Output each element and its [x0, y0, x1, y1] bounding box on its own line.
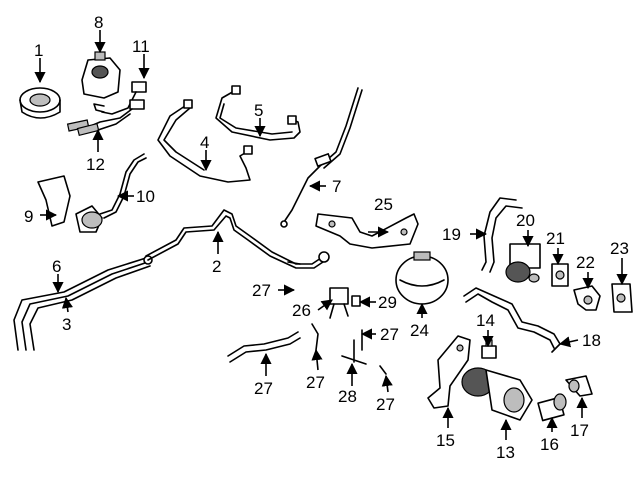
callout-8: 8	[94, 13, 103, 32]
callout-17: 17	[570, 421, 589, 440]
part-16-illustration	[537, 393, 567, 422]
callout-22: 22	[576, 253, 595, 272]
callout-4: 4	[200, 133, 209, 152]
callout-27b: 27	[380, 325, 399, 344]
callout-16: 16	[540, 435, 559, 454]
callout-27c: 27	[254, 379, 273, 398]
callout-arrows	[34, 30, 628, 440]
callout-14: 14	[476, 311, 495, 330]
callout-3: 3	[62, 315, 71, 334]
callout-7: 7	[332, 177, 341, 196]
part-18-illustration	[463, 287, 561, 353]
callout-26: 26	[292, 301, 311, 320]
part-9-10-illustration	[37, 153, 147, 233]
callout-1: 1	[34, 41, 43, 60]
callout-19: 19	[442, 225, 461, 244]
callout-10: 10	[136, 187, 155, 206]
part-23-illustration	[611, 283, 633, 313]
callout-11: 11	[132, 37, 150, 56]
part-3-6-illustration	[13, 255, 153, 351]
callout-9: 9	[24, 207, 33, 226]
callout-27d: 27	[306, 373, 325, 392]
callout-18: 18	[582, 331, 601, 350]
part-1-illustration	[19, 87, 61, 119]
callout-13: 13	[496, 443, 515, 462]
callout-27e: 27	[376, 395, 395, 414]
part-13-illustration	[461, 367, 533, 421]
part-2-illustration	[145, 209, 330, 269]
part-17-illustration	[565, 375, 593, 397]
part-28-illustration	[341, 339, 367, 365]
callout-15: 15	[436, 431, 455, 450]
callout-28: 28	[338, 387, 357, 406]
part-21-illustration	[551, 263, 569, 287]
callout-12: 12	[86, 155, 105, 174]
callout-24: 24	[410, 321, 429, 340]
callout-20: 20	[516, 211, 535, 230]
part-7-illustration	[280, 87, 363, 228]
part-15-illustration	[427, 335, 471, 409]
callout-21: 21	[546, 229, 565, 248]
callout-27a: 27	[252, 281, 271, 300]
part-12-illustration	[66, 99, 145, 137]
part-20-illustration	[505, 243, 541, 283]
callout-labels: 1 2 3 4 5 6 7 8 9 10 11 12 13 14 15 16 1…	[24, 13, 629, 462]
callout-25: 25	[374, 195, 393, 214]
callout-29: 29	[378, 293, 397, 312]
part-25-illustration	[315, 213, 419, 249]
part-26-illustration	[329, 287, 349, 319]
part-5-illustration	[215, 85, 301, 141]
part-24-illustration	[395, 251, 449, 305]
part-29-illustration	[351, 295, 361, 307]
part-22-illustration	[573, 285, 601, 311]
part-8-illustration	[81, 51, 121, 99]
part-4-illustration	[157, 99, 253, 183]
callout-2: 2	[212, 257, 221, 276]
part-19-illustration	[481, 197, 523, 273]
callout-6: 6	[52, 257, 61, 276]
callout-23: 23	[610, 239, 629, 258]
part-14-illustration	[481, 339, 497, 359]
callout-5: 5	[254, 101, 263, 120]
